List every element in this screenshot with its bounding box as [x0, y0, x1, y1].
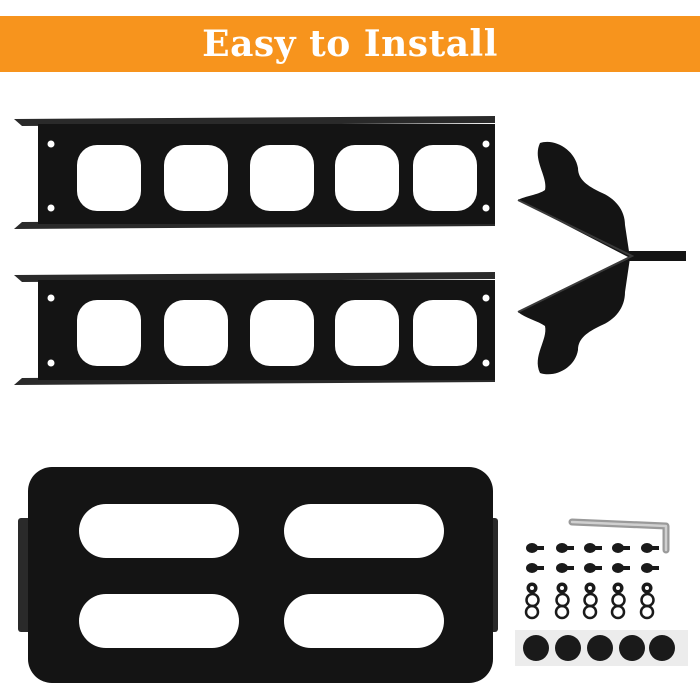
base-plate [18, 467, 498, 683]
title-banner: Easy to Install [0, 16, 700, 72]
bolt-icon [556, 543, 574, 553]
banner-title: Easy to Install [202, 23, 498, 65]
rail-slot [250, 145, 314, 211]
washer-icon [640, 592, 655, 608]
rail-bolt-hole [482, 140, 490, 148]
nuts [526, 582, 653, 594]
base-plate-slot [284, 594, 444, 648]
rail-bolt-hole [47, 359, 55, 367]
rubber-pad-icon [619, 635, 645, 661]
washer-icon [554, 604, 570, 620]
nut-icon [526, 582, 538, 594]
rail-bottom-slots [77, 300, 477, 366]
washer-icon [610, 604, 626, 620]
rail-slot [164, 145, 228, 211]
nut-icon [612, 582, 624, 594]
rail-bolt-hole [482, 294, 490, 302]
mounting-rail-bottom [14, 272, 495, 385]
washer-icon [639, 604, 655, 620]
nut-icon [584, 582, 596, 594]
washer-icon [583, 592, 598, 608]
washer-icon [524, 604, 540, 620]
v-bracket-stem [628, 251, 686, 261]
rail-slot [77, 300, 141, 366]
rubber-pad-icon [587, 635, 613, 661]
rail-bolt-hole [47, 294, 55, 302]
rail-slot [335, 145, 399, 211]
rail-slot [335, 300, 399, 366]
rail-bolt-hole [47, 204, 55, 212]
bolt-icon [641, 563, 659, 573]
bolt-icon [526, 543, 544, 553]
rubber-pad-icon [555, 635, 581, 661]
rail-slot [413, 145, 477, 211]
washers [524, 592, 655, 620]
rail-top-slots [77, 145, 477, 211]
rail-slot [77, 145, 141, 211]
rail-bolt-hole [482, 204, 490, 212]
rubber-pad-icon [523, 635, 549, 661]
bolt-icon [612, 563, 630, 573]
rail-bolt-hole [482, 359, 490, 367]
rail-bottom-upper-flange [14, 272, 495, 282]
mounting-rail-top [14, 116, 495, 229]
bolt-icon [612, 543, 630, 553]
base-plate-body [28, 467, 493, 683]
nut-icon [641, 582, 653, 594]
rail-bolt-hole [47, 140, 55, 148]
nut-icon [556, 582, 568, 594]
rail-top-upper-flange [14, 116, 495, 126]
base-plate-slot [79, 594, 239, 648]
bolt-icon [584, 543, 602, 553]
v-bracket-upper-wing [518, 141, 630, 258]
washer-icon [611, 592, 626, 608]
base-plate-slot [284, 504, 444, 558]
bolt-icon [641, 543, 659, 553]
v-bracket-lower-wing [518, 258, 630, 375]
washer-icon [582, 604, 598, 620]
base-plate-slot [79, 504, 239, 558]
bolts [526, 543, 659, 573]
washer-icon [525, 592, 540, 608]
rubber-pads [515, 630, 688, 666]
rubber-pad-icon [649, 635, 675, 661]
bolt-icon [556, 563, 574, 573]
allen-key-icon [568, 518, 670, 554]
v-bracket-fold [517, 199, 635, 313]
rail-slot [250, 300, 314, 366]
bolt-icon [526, 563, 544, 573]
bolt-icon [584, 563, 602, 573]
v-bracket [517, 141, 686, 375]
rail-slot [413, 300, 477, 366]
washer-icon [555, 592, 570, 608]
rail-slot [164, 300, 228, 366]
